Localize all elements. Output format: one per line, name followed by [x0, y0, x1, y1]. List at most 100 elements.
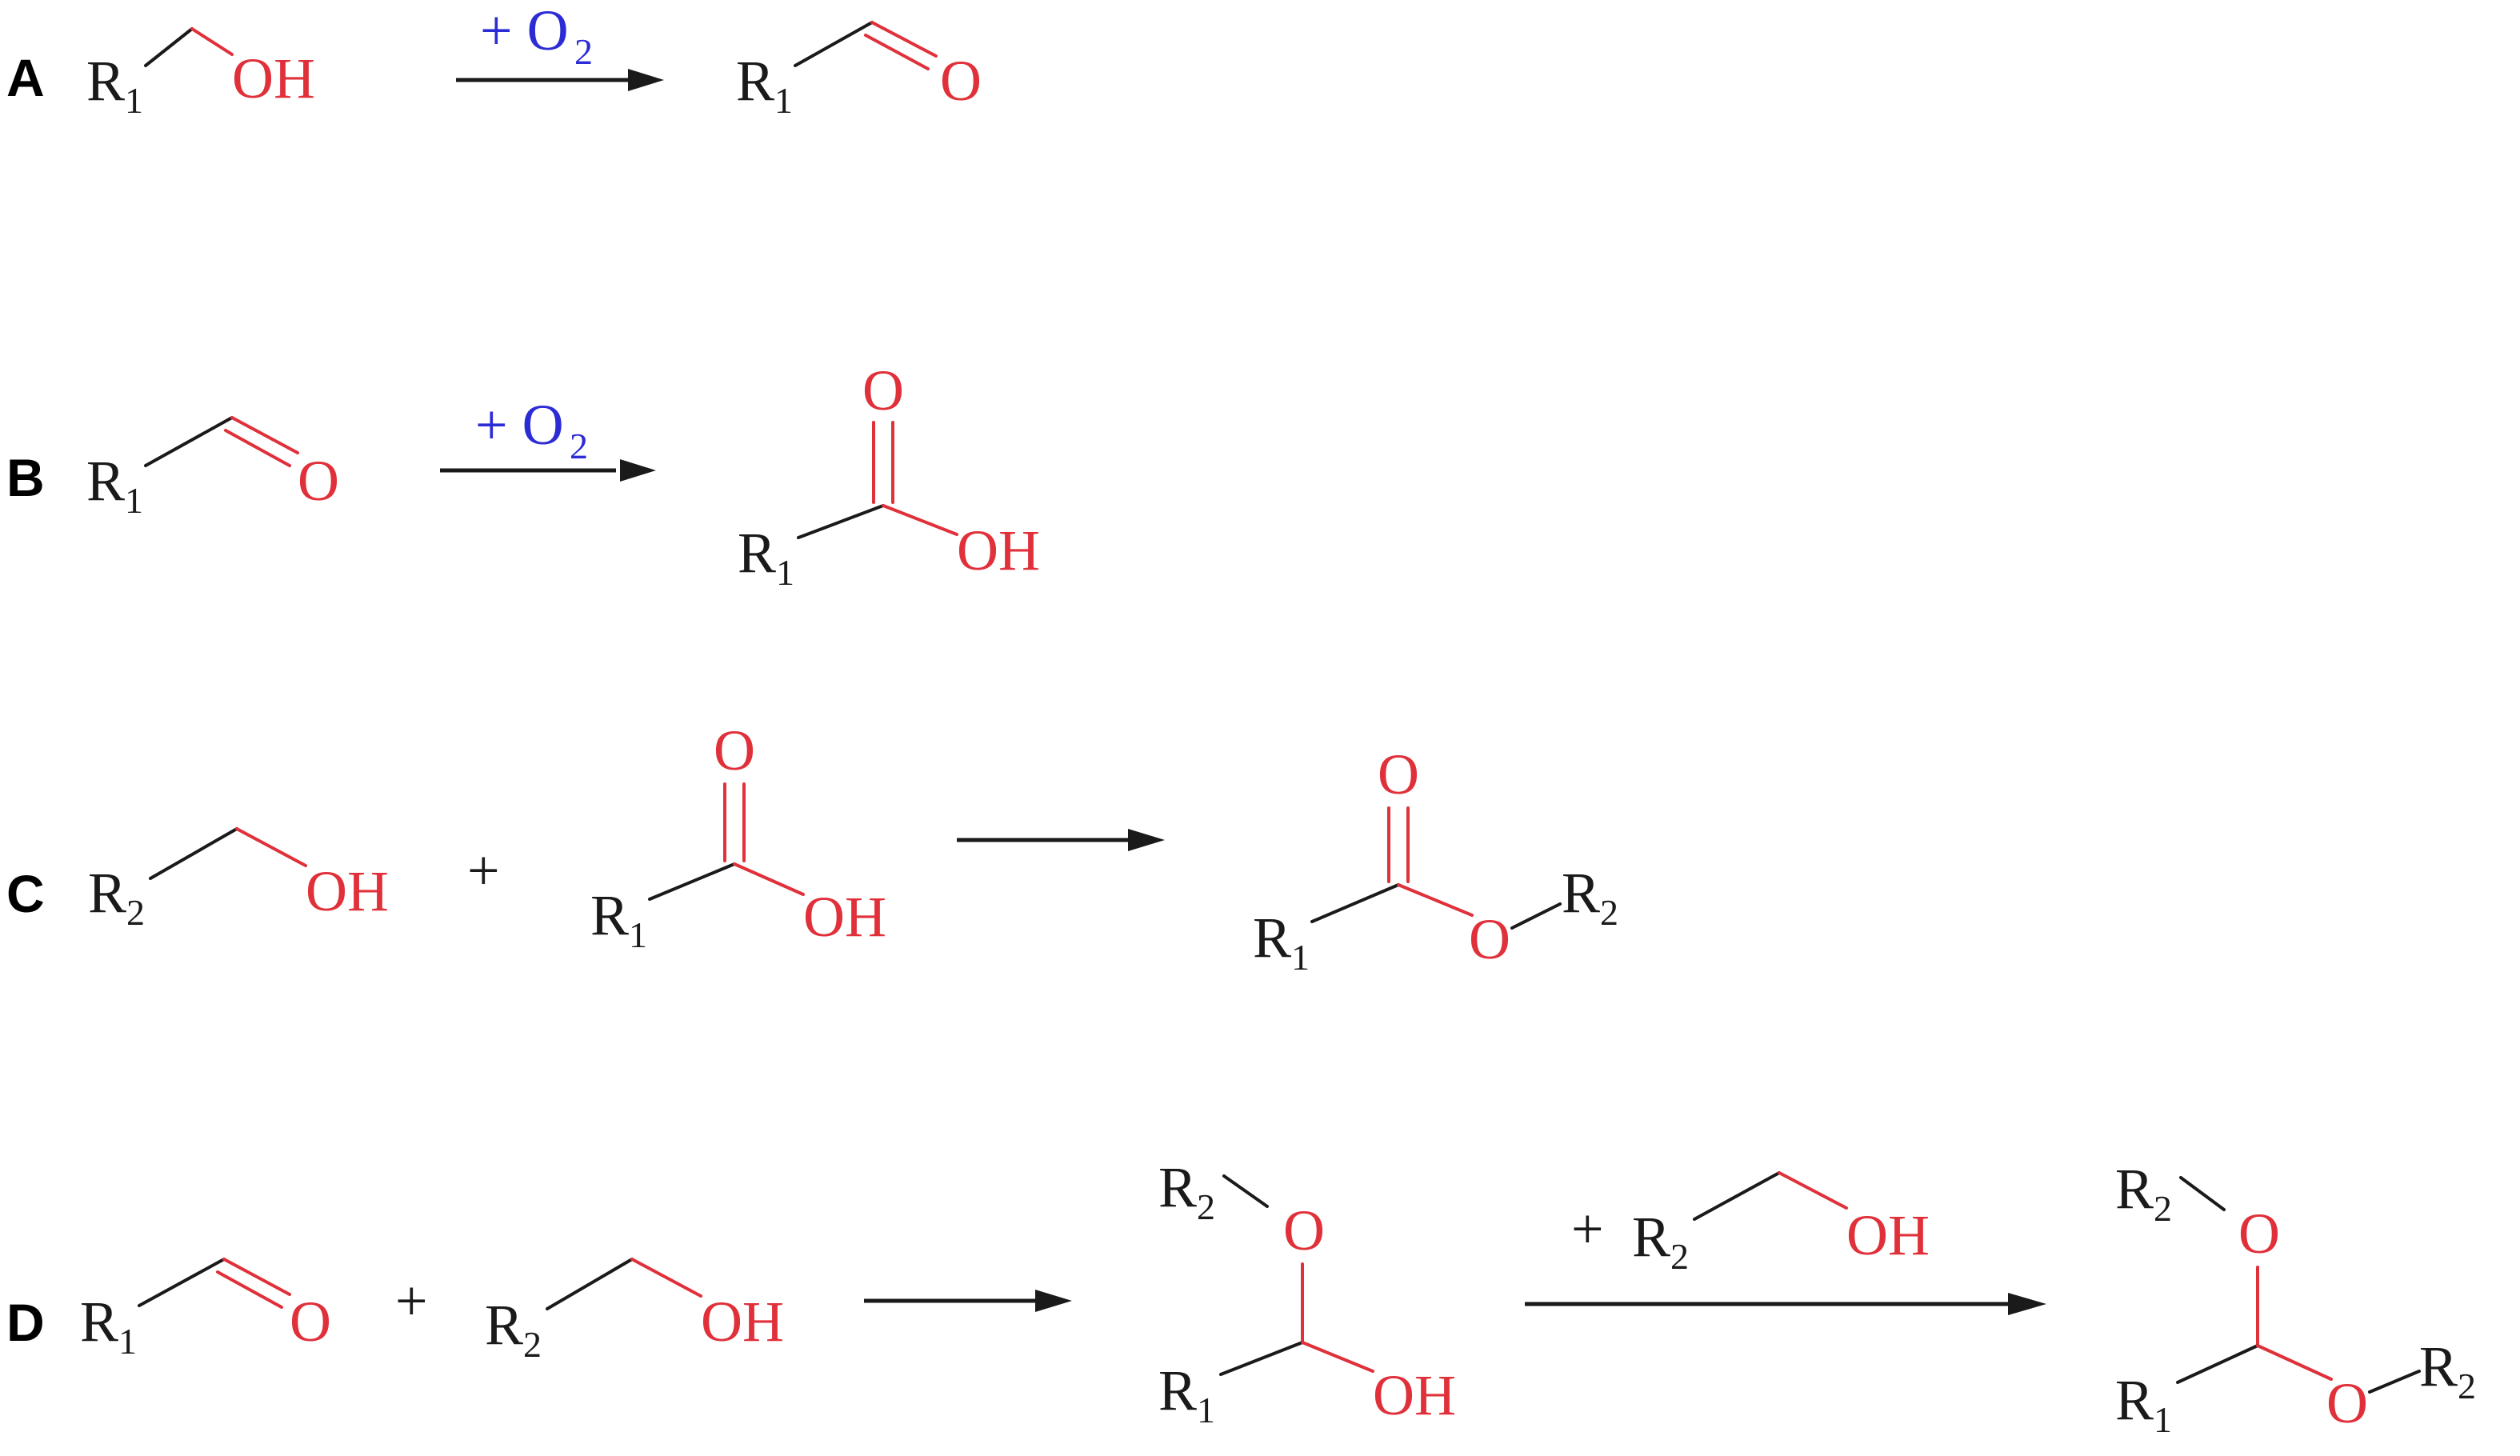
svg-text:R: R — [86, 49, 125, 113]
ether-o-label: O — [2238, 1202, 2280, 1266]
svg-text:R: R — [2115, 1157, 2154, 1221]
bond — [216, 1270, 283, 1309]
svg-text:1: 1 — [629, 914, 647, 955]
svg-text:2: 2 — [574, 31, 593, 72]
svg-text:2: 2 — [2154, 1188, 2172, 1229]
svg-text:R: R — [2115, 1368, 2154, 1432]
svg-text:1: 1 — [2154, 1399, 2172, 1440]
carbonyl-o-label: O — [940, 49, 982, 113]
hydroxyl-label: OH — [306, 859, 389, 923]
carbonyl-o-label: O — [1378, 742, 1419, 806]
ester-o-label: O — [1469, 907, 1510, 971]
svg-text:1: 1 — [1291, 937, 1310, 978]
svg-text:1: 1 — [125, 80, 143, 121]
hydroxyl-label: OH — [1846, 1203, 1930, 1267]
svg-text:2: 2 — [126, 892, 145, 933]
bond — [2176, 1344, 2259, 1384]
svg-text:R: R — [1562, 861, 1600, 925]
bond — [2368, 1370, 2421, 1394]
bond — [870, 21, 938, 58]
panel-label-c: C — [6, 864, 45, 923]
svg-text:R: R — [1158, 1358, 1197, 1422]
bond — [1310, 883, 1400, 923]
svg-text:R: R — [738, 521, 776, 585]
svg-text:+: + — [1571, 1197, 1604, 1261]
bond — [1693, 1171, 1781, 1221]
bond — [1397, 883, 1474, 917]
panel-label-b: B — [6, 448, 45, 507]
reagent-o2: + O 2 — [480, 0, 593, 72]
svg-text:1: 1 — [776, 552, 794, 593]
carbonyl-o-label: O — [290, 1290, 331, 1354]
svg-text:R: R — [1158, 1155, 1197, 1219]
svg-text:2: 2 — [1670, 1236, 1689, 1277]
panel-label-a: A — [6, 48, 45, 107]
svg-text:2: 2 — [1600, 892, 1618, 933]
panel-label-d: D — [6, 1293, 45, 1352]
bond — [1510, 902, 1562, 930]
svg-text:1: 1 — [774, 80, 793, 121]
bond — [794, 21, 874, 67]
svg-text:R: R — [590, 883, 629, 947]
bond — [864, 34, 930, 70]
svg-text:2: 2 — [1197, 1186, 1215, 1227]
plus-sign: + — [467, 838, 500, 902]
bond — [190, 27, 234, 56]
svg-text:+ O: + O — [475, 393, 564, 457]
bond — [648, 862, 736, 901]
hydroxyl-label: OH — [1373, 1363, 1456, 1427]
svg-text:1: 1 — [118, 1321, 137, 1362]
bond — [1301, 1341, 1374, 1373]
svg-text:R: R — [86, 449, 125, 513]
bond — [1219, 1341, 1304, 1376]
svg-text:R: R — [485, 1293, 523, 1357]
svg-text:1: 1 — [1197, 1390, 1215, 1430]
bond — [630, 1258, 702, 1298]
carbonyl-o-label: O — [298, 449, 339, 513]
bond — [733, 862, 805, 896]
svg-text:R: R — [736, 49, 774, 113]
hydroxyl-label: OH — [957, 518, 1040, 582]
hydroxyl-label: OH — [803, 885, 886, 949]
bond — [138, 1258, 226, 1307]
carbonyl-o-label: O — [714, 718, 755, 782]
ether-o-label: O — [1283, 1198, 1325, 1262]
reaction-arrow — [1525, 1293, 2046, 1315]
bond — [1778, 1171, 1848, 1210]
bond — [224, 429, 291, 467]
bond — [144, 27, 194, 67]
bond — [222, 1258, 291, 1296]
svg-text:R: R — [1632, 1205, 1670, 1269]
svg-text:2: 2 — [2458, 1366, 2476, 1406]
bond — [882, 504, 958, 536]
bond — [230, 416, 299, 454]
bond — [235, 827, 307, 867]
reaction-arrow — [864, 1290, 1072, 1312]
bond — [2256, 1344, 2333, 1381]
svg-text:2: 2 — [523, 1324, 542, 1365]
